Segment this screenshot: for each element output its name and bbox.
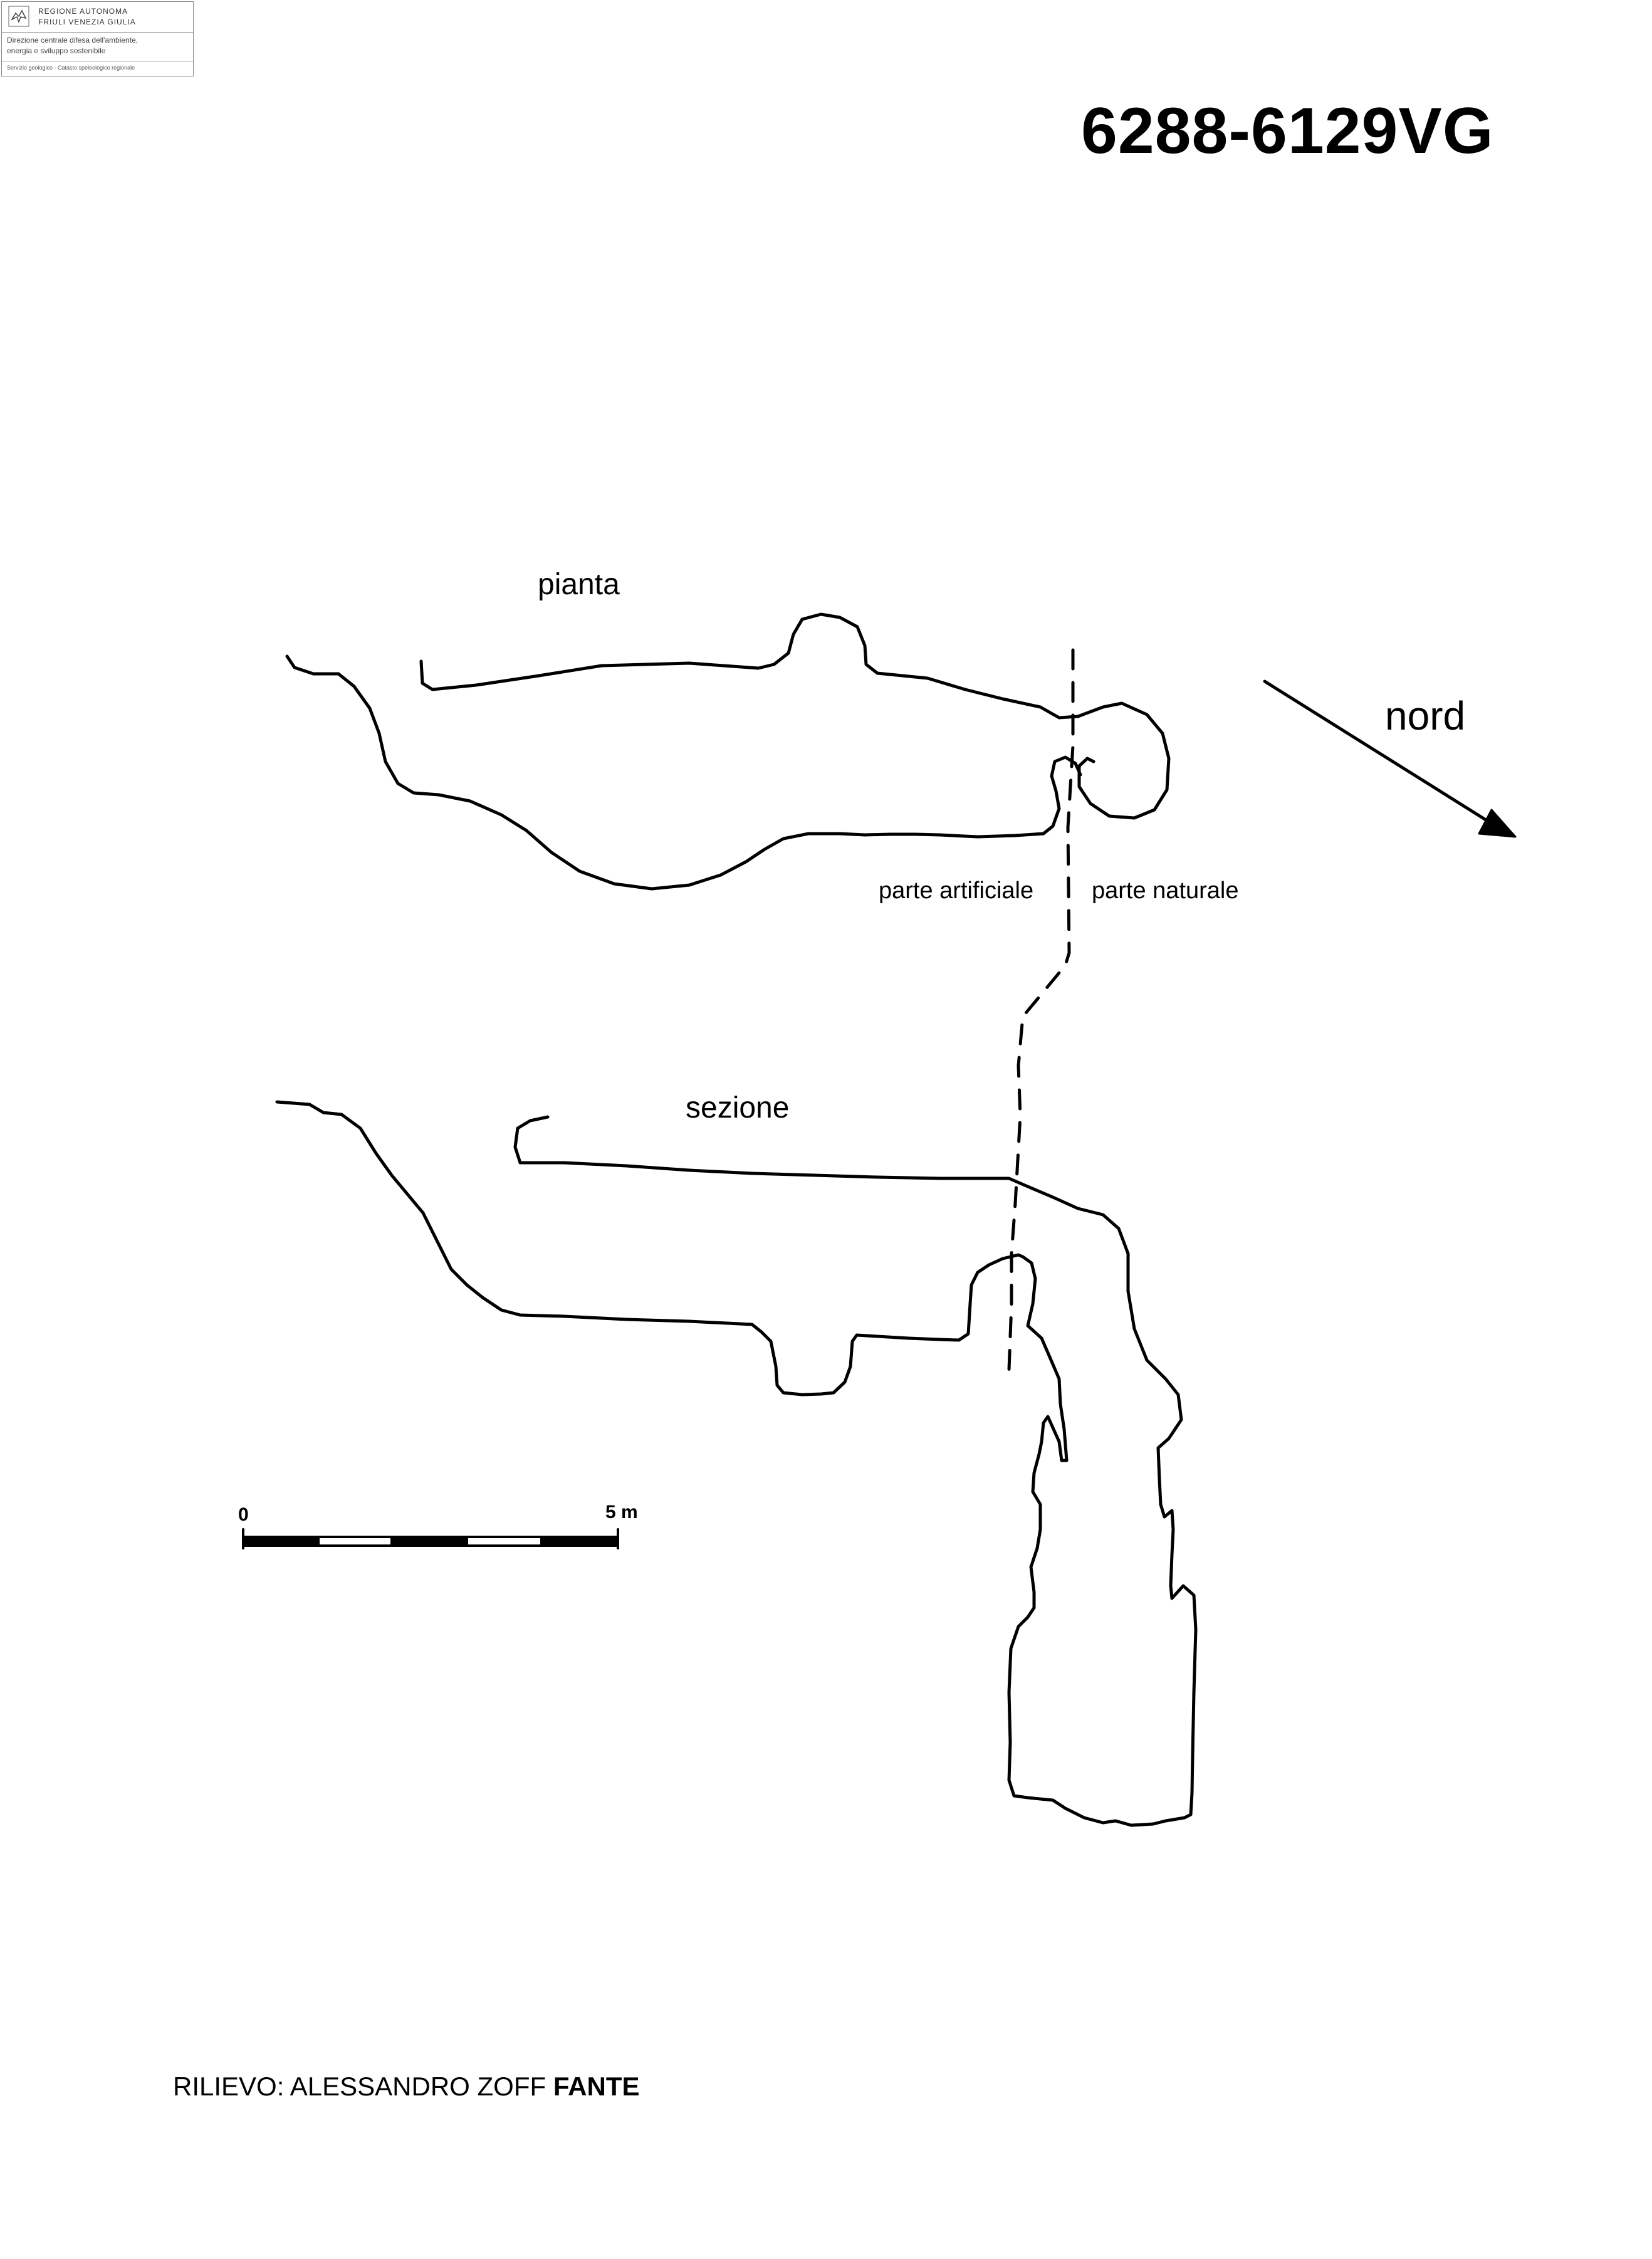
eagle-icon bbox=[8, 6, 29, 27]
section-floor bbox=[308, 1103, 1025, 1397]
scale-seg-5 bbox=[540, 1536, 619, 1547]
artificial-part-label: parte artificiale bbox=[879, 878, 1034, 904]
scale-seg-3 bbox=[390, 1536, 468, 1547]
scale-end-label: 5 m bbox=[605, 1502, 638, 1523]
credits-name-bold: FANTE bbox=[553, 2072, 640, 2101]
header-directorate-line2: energia e sviluppo sostenibile bbox=[7, 46, 106, 55]
plan-label: pianta bbox=[538, 568, 620, 601]
header-org-line2: FRIULI VENEZIA GIULIA bbox=[38, 18, 136, 26]
header-directorate-line1: Direzione centrale difesa dell'ambiente, bbox=[7, 36, 139, 45]
scale-seg-1 bbox=[242, 1536, 320, 1547]
agency-header: REGIONE AUTONOMA FRIULI VENEZIA GIULIA D… bbox=[1, 1, 194, 76]
section-left-lip bbox=[275, 1100, 311, 1106]
scale-start-label: 0 bbox=[238, 1504, 249, 1525]
natural-part-label: parte naturale bbox=[1092, 878, 1239, 904]
header-logo-row bbox=[2, 2, 193, 33]
survey-credits: RILIEVO: ALESSANDRO ZOFF FANTE bbox=[173, 2072, 639, 2102]
cave-code: 6288-6129VG bbox=[1081, 95, 1494, 167]
north-arrow-shaft bbox=[1263, 679, 1500, 829]
plan-outline-upper-wall bbox=[419, 612, 1171, 820]
header-service: Servizio geologico - Catasto speleologic… bbox=[7, 65, 135, 71]
north-arrow-head bbox=[1478, 809, 1517, 838]
section-ceiling bbox=[513, 1115, 1198, 1827]
credits-prefix: RILIEVO: ALESSANDRO ZOFF bbox=[173, 2072, 546, 2101]
north-label: nord bbox=[1385, 693, 1466, 738]
plan-outline-lower-wall bbox=[285, 654, 1082, 891]
plan-divider-dashed bbox=[1007, 648, 1075, 1371]
header-org-line1: REGIONE AUTONOMA bbox=[38, 7, 128, 16]
scale-bar bbox=[242, 1528, 619, 1549]
section-label: sezione bbox=[686, 1091, 790, 1124]
